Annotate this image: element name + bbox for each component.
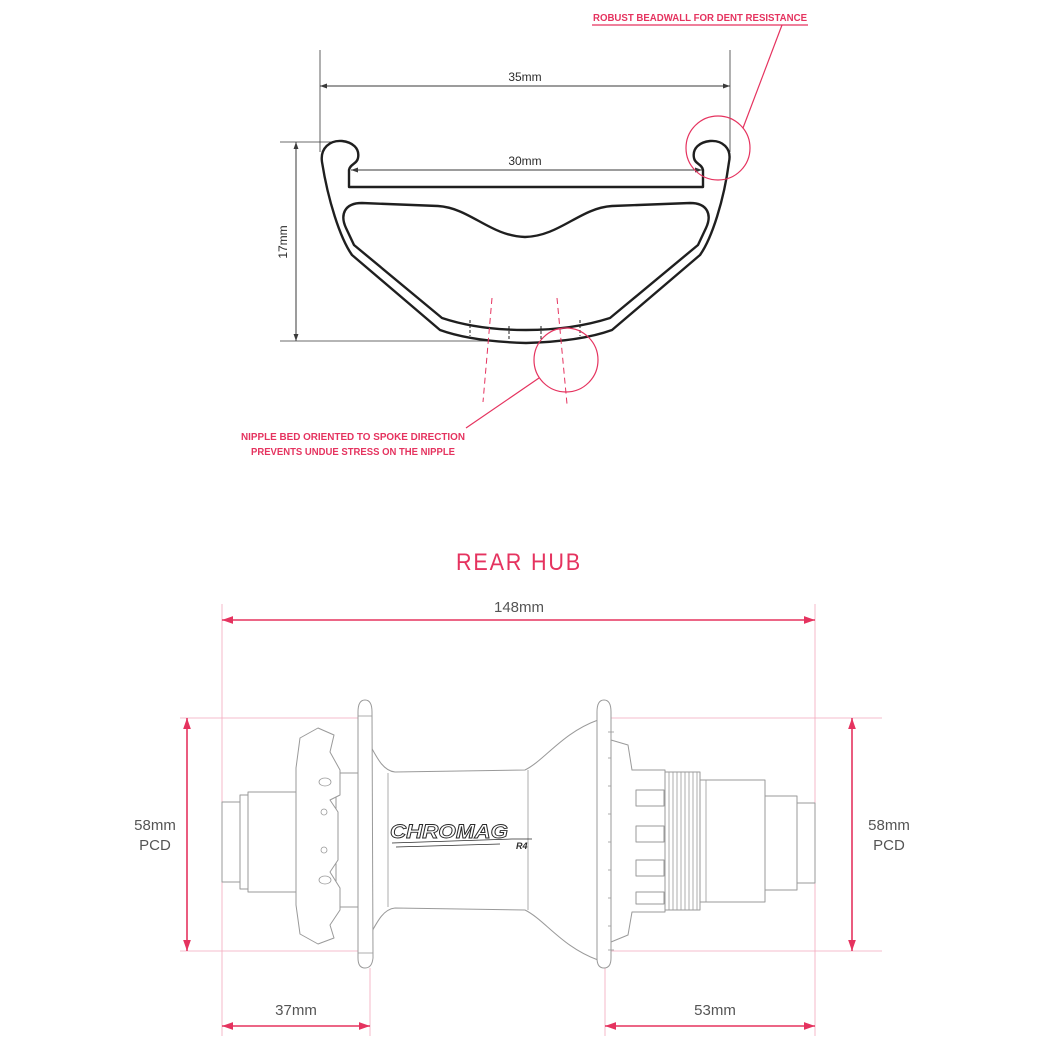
right-end-cap-body	[764, 795, 798, 891]
left-end-cap-body	[247, 791, 297, 893]
depth-label: 17mm	[276, 225, 290, 258]
rotor-bolt-hole-mid-lower	[320, 846, 328, 854]
freehub-spline	[635, 859, 665, 877]
left-pcd-label: PCD	[139, 837, 171, 854]
hub-logo-brand: CHROMAG	[390, 822, 508, 843]
left-end-cap-outer	[221, 801, 241, 883]
right-end-cap-outer	[796, 802, 816, 884]
rim-inner-cavity	[342, 201, 710, 332]
nipple-bed-annotation-line1: NIPPLE BED ORIENTED TO SPOKE DIRECTION	[241, 432, 465, 443]
right-flange	[596, 699, 612, 969]
outer-width-label: 35mm	[508, 70, 541, 84]
freehub-spline	[635, 789, 665, 807]
freehub-spline	[635, 825, 665, 843]
rotor-bolt-hole-bottom	[318, 875, 332, 885]
hub-logo-swoosh	[391, 838, 532, 844]
rear-hub-title: REAR HUB	[456, 549, 582, 576]
hub-drawing: CHROMAG R4	[221, 699, 816, 969]
right-flange-offset-label: 53mm	[694, 1002, 736, 1019]
rotor-bolt-hole-mid-upper	[320, 808, 328, 816]
right-pcd-value: 58mm	[868, 817, 910, 834]
beadwall-callout-circle	[685, 115, 751, 181]
left-flange-offset-label: 37mm	[275, 1002, 317, 1019]
rim-profile-section: 35mm 30mm 17mm ROBUST BEADWALL FOR DENT …	[241, 13, 808, 458]
axle-spacing-label: 148mm	[494, 599, 544, 616]
beadwall-annotation: ROBUST BEADWALL FOR DENT RESISTANCE	[593, 13, 807, 24]
rotor-mount	[295, 727, 341, 945]
nipple-bed-callout-circle	[533, 327, 599, 393]
hub-logo: CHROMAG R4	[390, 822, 532, 851]
inner-width-label: 30mm	[508, 154, 541, 168]
freehub-spline	[635, 891, 665, 905]
thread-lines	[668, 772, 698, 910]
freehub-threads	[664, 771, 701, 911]
rotor-bolt-hole-top	[318, 777, 332, 787]
beadwall-leader-line	[742, 24, 783, 129]
hub-logo-swoosh-lower	[395, 843, 501, 848]
hub-logo-model: R4	[516, 841, 528, 851]
cassette-body	[699, 779, 766, 903]
left-flange	[357, 699, 374, 969]
right-pcd-label: PCD	[873, 837, 905, 854]
left-pcd-value: 58mm	[134, 817, 176, 834]
rear-hub-section: REAR HUB 148mm 58mm PCD 58mm PCD 37mm 53…	[134, 549, 910, 1036]
spoke-axis-right	[556, 297, 568, 405]
nipple-bed-annotation-line2: PREVENTS UNDUE STRESS ON THE NIPPLE	[251, 447, 455, 458]
nipple-bed-leader-line	[465, 377, 540, 429]
spoke-axis-left	[482, 297, 493, 403]
left-end-cap-ring	[239, 794, 249, 890]
